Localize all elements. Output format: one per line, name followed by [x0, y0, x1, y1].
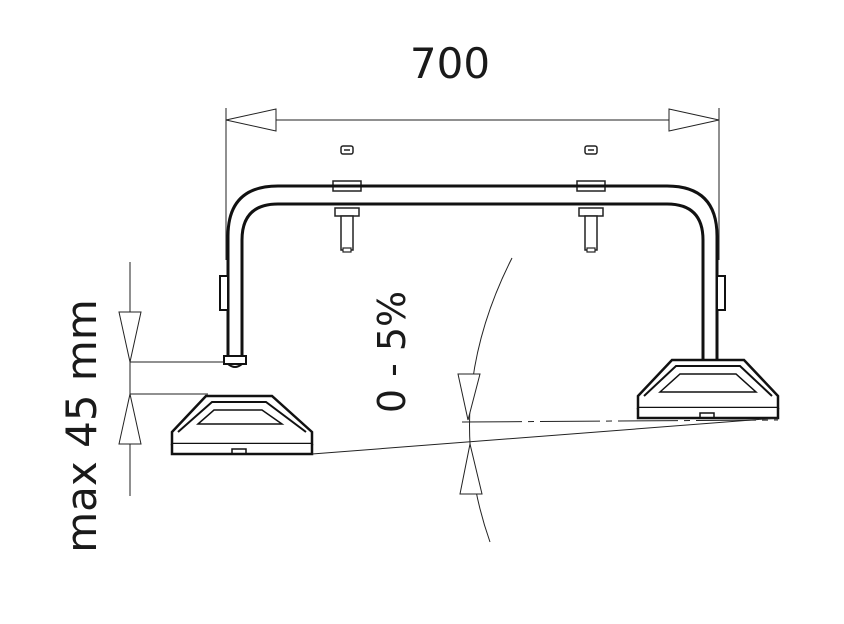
- slope-horizontal-line: [461, 419, 779, 423]
- support-block-left: [170, 394, 314, 456]
- frame-clamps: [219, 275, 726, 311]
- bolt-left: [332, 145, 362, 253]
- height-label: max 45 mm: [57, 299, 106, 552]
- height-dimension: max 45 mm: [57, 262, 224, 553]
- slope-arrow-lower: [459, 443, 483, 495]
- width-arrow-right: [668, 108, 720, 132]
- height-arrow-bottom: [118, 393, 142, 445]
- slope-dimension: 0 - 5%: [311, 257, 779, 543]
- width-arrow-left: [225, 108, 277, 132]
- slope-label: 0 - 5%: [370, 291, 414, 413]
- bolt-right: [576, 145, 606, 253]
- slope-arrow-upper: [457, 373, 481, 421]
- support-block-right: [636, 358, 780, 420]
- height-arrow-top: [118, 311, 142, 363]
- width-dimension: 700: [225, 39, 720, 260]
- frame-left-foot-end: [223, 355, 247, 368]
- frame-tube: [226, 184, 719, 362]
- slope-arc: [469, 257, 513, 543]
- width-label: 700: [410, 39, 490, 88]
- slope-reference-line: [311, 417, 779, 455]
